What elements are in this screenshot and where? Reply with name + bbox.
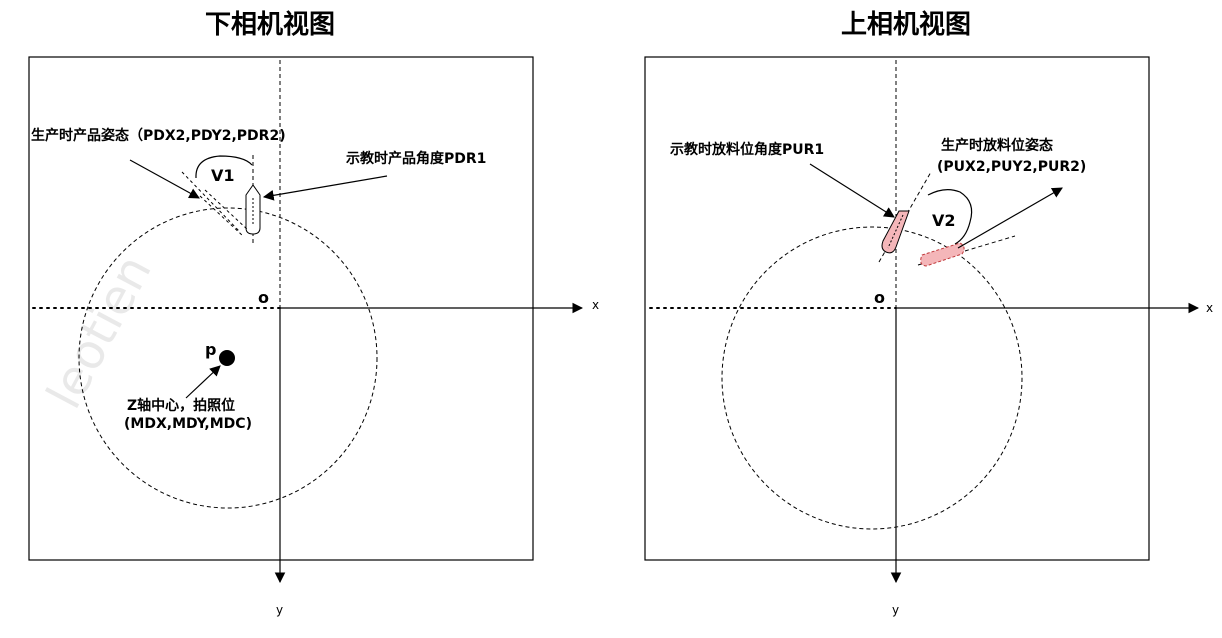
right-prod-label-2: (PUX2,PUY2,PUR2)	[937, 159, 1086, 175]
left-angle-arrow	[262, 175, 388, 201]
left-angle-arc	[195, 155, 253, 179]
left-title: 下相机视图	[205, 10, 335, 40]
left-panel: 下相机视图 leotien o x y V1 生产时	[28, 10, 599, 617]
left-origin-label: o	[258, 288, 269, 307]
right-prod-label-1: 生产时放料位姿态	[941, 137, 1053, 154]
left-product-shape	[245, 184, 261, 235]
right-angle-arc	[927, 189, 973, 245]
left-pose-arrow	[129, 159, 200, 199]
left-zaxis-label-1: Z轴中心，拍照位	[127, 397, 235, 414]
left-p-label: p	[205, 340, 216, 359]
right-dashed-circle	[721, 226, 1023, 530]
right-teach-arrow	[809, 163, 895, 218]
right-origin-label: o	[874, 288, 885, 307]
right-v2-label: V2	[932, 211, 956, 230]
left-angle-label: 示教时产品角度PDR1	[346, 150, 486, 167]
right-prod-arrow	[957, 187, 1063, 249]
right-teach-product	[881, 210, 910, 254]
right-y-label: y	[892, 603, 899, 617]
right-title: 上相机视图	[841, 10, 971, 40]
right-prod-product	[920, 242, 965, 267]
left-dashed-circle	[78, 207, 378, 509]
right-teach-label: 示教时放料位角度PUR1	[670, 141, 824, 158]
left-x-label: x	[592, 298, 599, 312]
left-zaxis-label-2: (MDX,MDY,MDC)	[124, 416, 252, 432]
left-tilted-product	[181, 171, 249, 237]
left-v1-label: V1	[211, 166, 235, 185]
right-x-label: x	[1206, 301, 1213, 315]
left-y-label: y	[276, 603, 283, 617]
left-pose-label: 生产时产品姿态（PDX2,PDY2,PDR2)	[31, 127, 286, 144]
watermark: leotien	[36, 246, 163, 417]
left-point-p	[219, 350, 235, 366]
left-p-arrow	[185, 365, 221, 399]
right-panel: 上相机视图 o x y V2 示教时放料位角度PUR1 生产时放料位姿态	[644, 10, 1213, 617]
